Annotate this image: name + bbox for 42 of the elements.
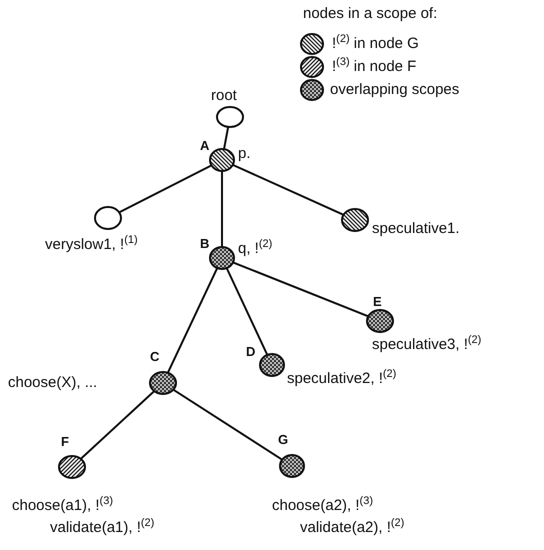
tree-edge: [166, 268, 218, 374]
node-letter: F: [61, 433, 69, 450]
node-letter: A: [200, 137, 210, 154]
tree-edge: [118, 164, 212, 214]
node-letter: C: [150, 348, 160, 365]
node-caption: choose(X), ...: [8, 374, 98, 391]
node-caption: choose(a2), !$^{(3)}$: [272, 497, 373, 514]
node-caption: root: [211, 87, 237, 104]
tree-edge: [80, 390, 155, 460]
legend-text: !$^{(2)}$ in node G: [332, 35, 419, 52]
tree-node-circle: [259, 353, 285, 377]
tree-node-circle: [94, 206, 122, 230]
tree-node-circle: [216, 106, 244, 128]
node-letter: B: [200, 235, 210, 252]
legend-text: !$^{(3)}$ in node F: [332, 58, 416, 75]
tree-node-circle: [341, 208, 369, 232]
node-caption: speculative3, !$^{(2)}$: [372, 336, 482, 353]
legend-title: nodes in a scope of:: [303, 5, 438, 22]
node-caption: choose(a1), !$^{(3)}$: [12, 497, 113, 514]
tree-node-circle: [366, 309, 394, 333]
node-caption: speculative1.: [372, 220, 460, 237]
tree-node-circle: [209, 246, 235, 270]
node-letter: D: [246, 343, 256, 360]
tree-node-circle: [209, 148, 235, 172]
legend-text: overlapping scopes: [330, 81, 460, 98]
node-letter: E: [373, 293, 382, 310]
tree-edge: [232, 164, 344, 216]
node-letter: G: [278, 431, 288, 448]
tree-edge: [172, 388, 283, 461]
node-caption: speculative2, !$^{(2)}$: [287, 370, 396, 387]
tree-edge: [223, 126, 230, 150]
node-caption: validate(a1), !$^{(2)}$: [50, 519, 154, 536]
node-caption: validate(a2), !$^{(2)}$: [300, 519, 404, 536]
tree-node-circle: [149, 371, 177, 395]
node-caption: q, !$^{(2)}$: [238, 240, 272, 257]
tree-node-circle: [58, 455, 86, 479]
tree-edge: [232, 261, 369, 318]
node-caption: veryslow1, !$^{(1)}$: [45, 236, 138, 253]
tree-edge: [226, 268, 268, 356]
tree-edge: [221, 171, 223, 247]
node-caption: p.: [238, 145, 251, 162]
tree-node-circle: [279, 454, 305, 478]
